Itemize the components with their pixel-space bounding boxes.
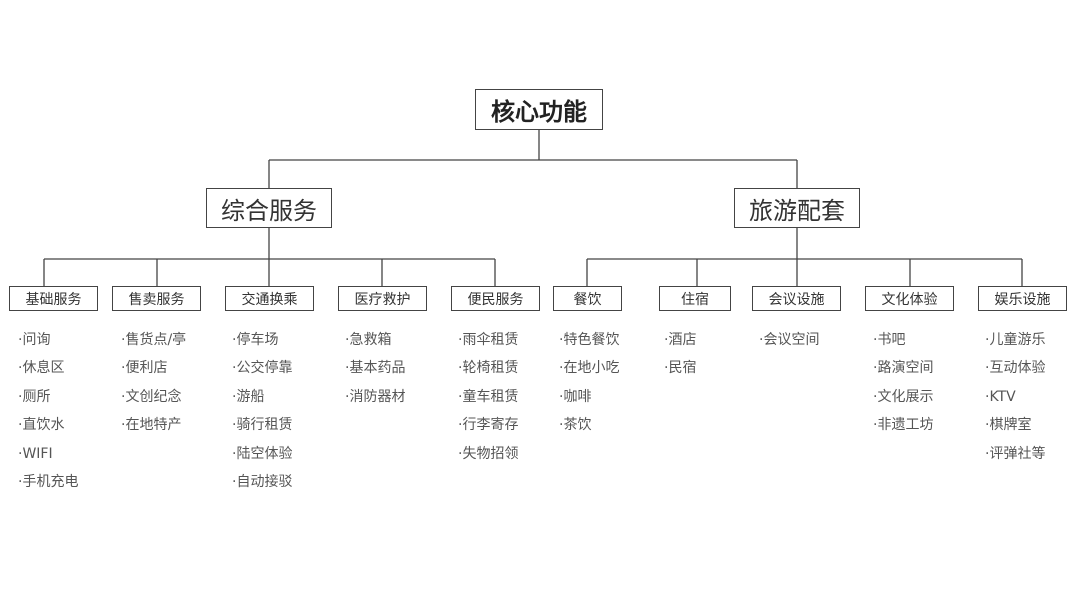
list-item: ·停车场 — [232, 332, 279, 348]
list-item: ·在地小吃 — [559, 360, 620, 377]
list-item: ·酒店 — [664, 332, 697, 348]
group-node-tourism-support: 旅游配套 — [734, 188, 860, 228]
category-node-retail-services: 售卖服务 — [112, 286, 201, 311]
list-item: ·行李寄存 — [458, 417, 519, 434]
category-label: 住宿 — [681, 291, 709, 308]
category-label: 售卖服务 — [128, 291, 185, 308]
list-item: ·互动体验 — [985, 360, 1046, 377]
item-list-basic-services: ·问询 ·休息区 ·厕所 ·直饮水 ·WIFI ·手机充电 — [18, 326, 78, 496]
category-label: 餐饮 — [573, 291, 602, 308]
list-item: ·休息区 — [18, 360, 65, 377]
category-label: 医疗救护 — [354, 291, 411, 308]
root-node: 核心功能 — [475, 89, 603, 130]
list-item: ·WIFI — [18, 445, 53, 462]
list-item: ·陆空体验 — [232, 445, 293, 462]
category-node-entertainment-facilities: 娱乐设施 — [978, 286, 1067, 311]
list-item: ·非遗工坊 — [873, 417, 934, 434]
list-item: ·会议空间 — [759, 332, 820, 348]
list-item: ·游船 — [232, 388, 265, 405]
item-list-medical-rescue: ·急救箱 ·基本药品 ·消防器材 — [345, 326, 405, 411]
list-item: ·基本药品 — [345, 360, 406, 377]
list-item: ·文化展示 — [873, 388, 934, 405]
list-item: ·骑行租赁 — [232, 417, 293, 434]
list-item: ·问询 — [18, 332, 51, 348]
list-item: ·童车租赁 — [458, 388, 519, 405]
item-list-dining: ·特色餐饮 ·在地小吃 ·咖啡 ·茶饮 — [559, 326, 619, 440]
item-list-conference-facilities: ·会议空间 — [759, 326, 819, 354]
list-item: ·书吧 — [873, 332, 906, 348]
group-label: 综合服务 — [221, 196, 317, 225]
category-node-conference-facilities: 会议设施 — [752, 286, 841, 311]
list-item: ·棋牌室 — [985, 417, 1032, 434]
list-item: ·茶饮 — [559, 417, 592, 434]
list-item: ·特色餐饮 — [559, 332, 620, 348]
category-node-lodging: 住宿 — [659, 286, 731, 311]
list-item: ·在地特产 — [121, 417, 182, 434]
category-node-basic-services: 基础服务 — [9, 286, 98, 311]
category-label: 会议设施 — [768, 291, 825, 308]
list-item: ·文创纪念 — [121, 388, 182, 405]
list-item: ·咖啡 — [559, 388, 592, 405]
list-item: ·急救箱 — [345, 332, 392, 348]
group-label: 旅游配套 — [749, 196, 845, 225]
list-item: ·便利店 — [121, 360, 168, 377]
list-item: ·评弹社等 — [985, 445, 1046, 462]
list-item: ·儿童游乐 — [985, 332, 1046, 348]
list-item: ·消防器材 — [345, 388, 406, 405]
item-list-cultural-experience: ·书吧 ·路演空间 ·文化展示 ·非遗工坊 — [873, 326, 933, 440]
list-item: ·厕所 — [18, 388, 51, 405]
list-item: ·手机充电 — [18, 473, 79, 490]
list-item: ·直饮水 — [18, 417, 65, 434]
category-node-medical-rescue: 医疗救护 — [338, 286, 427, 311]
list-item: ·路演空间 — [873, 360, 934, 377]
category-label: 便民服务 — [467, 291, 524, 308]
list-item: ·民宿 — [664, 360, 697, 377]
item-list-convenience-services: ·雨伞租赁 ·轮椅租赁 ·童车租赁 ·行李寄存 ·失物招领 — [458, 326, 518, 468]
list-item: ·公交停靠 — [232, 360, 293, 377]
item-list-lodging: ·酒店 ·民宿 — [664, 326, 696, 383]
category-node-transport-transfer: 交通换乘 — [225, 286, 314, 311]
list-item: ·售货点/亭 — [121, 332, 187, 348]
root-label: 核心功能 — [491, 98, 587, 126]
category-label: 基础服务 — [25, 291, 82, 308]
list-item: ·雨伞租赁 — [458, 332, 519, 348]
item-list-entertainment-facilities: ·儿童游乐 ·互动体验 ·KTV ·棋牌室 ·评弹社等 — [985, 326, 1045, 468]
list-item: ·失物招领 — [458, 445, 519, 462]
category-node-cultural-experience: 文化体验 — [865, 286, 954, 311]
group-node-general-services: 综合服务 — [206, 188, 332, 228]
category-label: 交通换乘 — [241, 291, 298, 308]
category-node-dining: 餐饮 — [553, 286, 622, 311]
item-list-transport-transfer: ·停车场 ·公交停靠 ·游船 ·骑行租赁 ·陆空体验 ·自动接驳 — [232, 326, 292, 496]
category-label: 文化体验 — [881, 291, 938, 308]
item-list-retail-services: ·售货点/亭 ·便利店 ·文创纪念 ·在地特产 — [121, 326, 186, 440]
list-item: ·自动接驳 — [232, 473, 293, 490]
list-item: ·KTV — [985, 388, 1016, 405]
list-item: ·轮椅租赁 — [458, 360, 519, 377]
category-label: 娱乐设施 — [994, 291, 1051, 308]
category-node-convenience-services: 便民服务 — [451, 286, 540, 311]
